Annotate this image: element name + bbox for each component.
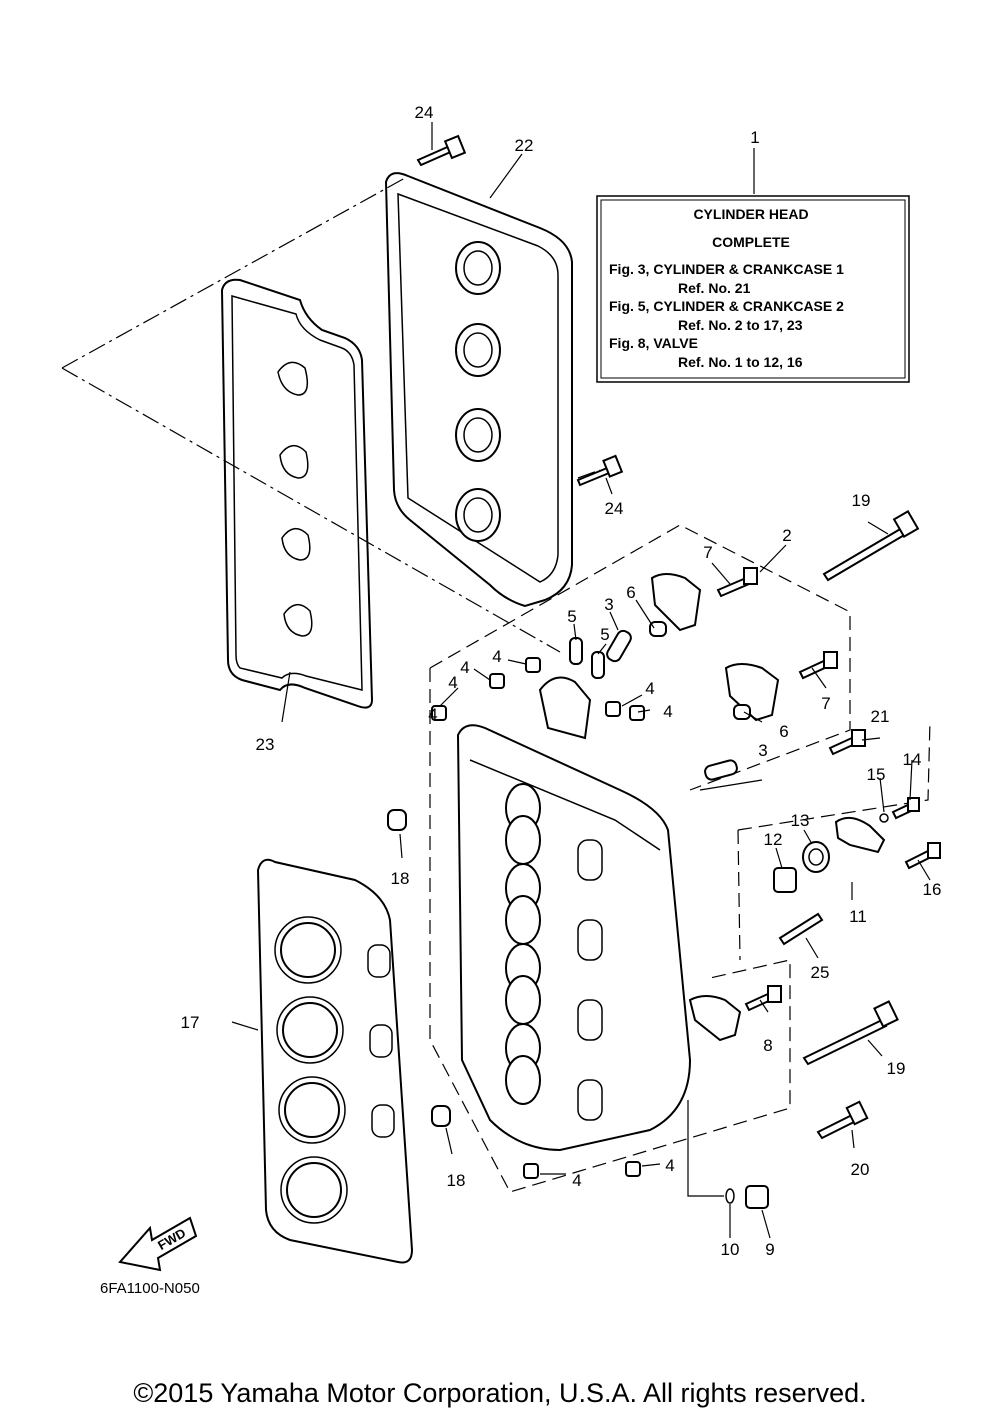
callout-label: 16	[923, 880, 942, 899]
callout-label: 19	[887, 1059, 906, 1078]
callout-label: 1	[750, 128, 759, 147]
callout-label: 24	[415, 103, 434, 122]
callout-label: 6	[779, 722, 788, 741]
callout-label: 4	[428, 705, 437, 724]
callout-label: 19	[852, 491, 871, 510]
note-line: Ref. No. 1 to 12, 16	[678, 354, 803, 370]
callout-label: 18	[447, 1171, 466, 1190]
callout-label: 9	[765, 1240, 774, 1259]
note-box: CYLINDER HEAD COMPLETE Fig. 3, CYLINDER …	[596, 195, 910, 383]
callout-label: 21	[871, 707, 890, 726]
callout-label: 11	[849, 907, 867, 926]
drawing-code: 6FA1100-N050	[100, 1280, 200, 1297]
callout-label: 22	[515, 136, 534, 155]
cylinder-head-cover-22	[384, 172, 573, 608]
note-line: Fig. 8, VALVE	[609, 335, 698, 351]
callout-label: 14	[903, 750, 922, 769]
callout-label: 8	[763, 1036, 772, 1055]
callout-label: 17	[181, 1013, 200, 1032]
callout-label: 3	[604, 595, 613, 614]
callout-label: 7	[821, 694, 830, 713]
copyright-notice: ©2015 Yamaha Motor Corporation, U.S.A. A…	[133, 1378, 867, 1408]
note-line: Ref. No. 2 to 17, 23	[678, 317, 803, 333]
callout-label: 7	[703, 543, 712, 562]
callout-label: 5	[600, 625, 609, 644]
head-gasket-17	[256, 858, 414, 1264]
cover-gasket-23	[220, 278, 374, 709]
note-line: Fig. 3, CYLINDER & CRANKCASE 1	[609, 261, 844, 277]
callout-label: 12	[764, 830, 783, 849]
note-title-line2: COMPLETE	[712, 234, 790, 250]
forward-arrow-icon: FWD	[118, 1216, 198, 1272]
callout-label: 4	[448, 673, 457, 692]
callout-label: 24	[605, 499, 624, 518]
callout-label: 15	[867, 765, 886, 784]
callout-label: 4	[663, 702, 672, 721]
callout-label: 20	[851, 1160, 870, 1179]
leader-lines	[231, 122, 931, 1239]
callout-label: 6	[626, 583, 635, 602]
callout-label: 4	[645, 679, 654, 698]
callout-label: 2	[782, 526, 791, 545]
cylinder-head-2	[456, 676, 692, 1152]
callout-label: 4	[492, 647, 501, 666]
small-parts	[387, 134, 941, 1209]
callout-label: 5	[567, 607, 576, 626]
callout-label: 4	[572, 1171, 581, 1190]
callout-label: 13	[791, 811, 810, 830]
callout-label: 18	[391, 869, 410, 888]
callout-label: 3	[758, 741, 767, 760]
note-line: Ref. No. 21	[678, 280, 751, 296]
callout-label: 4	[460, 658, 469, 677]
callout-label: 10	[721, 1240, 740, 1259]
callout-label: 25	[811, 963, 830, 982]
note-line: Fig. 5, CYLINDER & CRANKCASE 2	[609, 298, 844, 314]
note-title-line1: CYLINDER HEAD	[693, 206, 808, 222]
callout-label: 4	[665, 1156, 674, 1175]
callout-label: 23	[256, 735, 275, 754]
callout-labels: 1 2 3 3 4 4 4 4 4 4 4 4 5 5 6 6 7 7 8 9 …	[181, 103, 942, 1259]
